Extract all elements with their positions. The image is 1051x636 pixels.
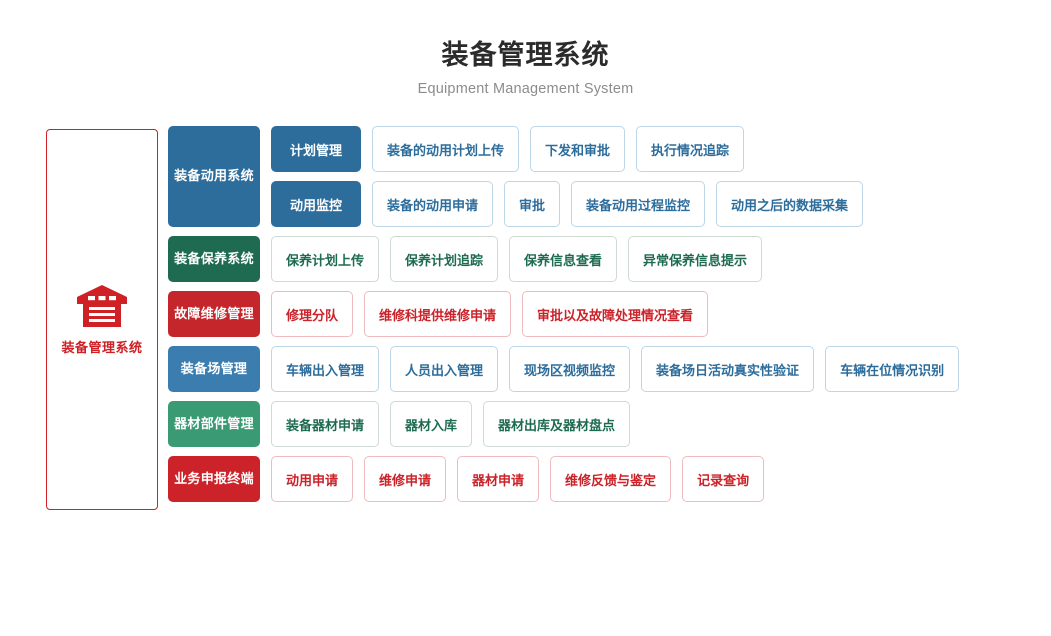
subcategory-plan-management[interactable]: 计划管理 <box>271 126 361 172</box>
category-fault-repair[interactable]: 故障维修管理 <box>168 291 260 337</box>
section-row-service-declaration: 业务申报终端 动用申请 维修申请 器材申请 维修反馈与鉴定 记录查询 <box>168 456 1048 502</box>
leaf-node[interactable]: 维修反馈与鉴定 <box>550 456 672 502</box>
leaf-node[interactable]: 维修申请 <box>364 456 447 502</box>
leaf-node[interactable]: 保养信息查看 <box>509 236 618 282</box>
subrow-dispatch-monitoring: 动用监控 装备的动用申请 审批 装备动用过程监控 动用之后的数据采集 <box>260 181 864 227</box>
leaf-node[interactable]: 执行情况追踪 <box>636 126 745 172</box>
leaf-node[interactable]: 保养计划追踪 <box>390 236 499 282</box>
leaf-node[interactable]: 人员出入管理 <box>390 346 499 392</box>
leaf-node[interactable]: 动用申请 <box>271 456 354 502</box>
section-row-parts-management: 器材部件管理 装备器材申请 器材入库 器材出库及器材盘点 <box>168 401 1048 447</box>
leaf-node[interactable]: 记录查询 <box>682 456 765 502</box>
leaf-node[interactable]: 修理分队 <box>271 291 354 337</box>
leaf-node[interactable]: 现场区视频监控 <box>509 346 631 392</box>
leaf-node[interactable]: 下发和审批 <box>530 126 626 172</box>
page-subtitle: Equipment Management System <box>417 81 634 97</box>
brand-label: 装备管理系统 <box>61 339 143 355</box>
subcategory-dispatch-monitoring[interactable]: 动用监控 <box>271 181 361 227</box>
diagram-body: 装备动用系统 计划管理 装备的动用计划上传 下发和审批 执行情况追踪 动用监控 … <box>168 126 1048 511</box>
leaf-node[interactable]: 装备场日活动真实性验证 <box>641 346 815 392</box>
category-depot-management[interactable]: 装备场管理 <box>168 346 260 392</box>
leaf-node[interactable]: 器材申请 <box>457 456 540 502</box>
category-equipment-dispatch[interactable]: 装备动用系统 <box>168 126 260 227</box>
page-header: 装备管理系统 Equipment Management System <box>0 38 1051 99</box>
category-equipment-maintenance[interactable]: 装备保养系统 <box>168 236 260 282</box>
category-service-declaration[interactable]: 业务申报终端 <box>168 456 260 502</box>
leaf-node[interactable]: 审批 <box>504 181 561 227</box>
section-row-depot-management: 装备场管理 车辆出入管理 人员出入管理 现场区视频监控 装备场日活动真实性验证 … <box>168 346 1048 392</box>
subgroup-container-dispatch: 计划管理 装备的动用计划上传 下发和审批 执行情况追踪 动用监控 装备的动用申请… <box>260 126 864 227</box>
leaf-node[interactable]: 审批以及故障处理情况查看 <box>522 291 709 337</box>
leaf-node[interactable]: 装备器材申请 <box>271 401 380 447</box>
leaf-node[interactable]: 车辆出入管理 <box>271 346 380 392</box>
category-parts-management[interactable]: 器材部件管理 <box>168 401 260 447</box>
section-row-maintenance: 装备保养系统 保养计划上传 保养计划追踪 保养信息查看 异常保养信息提示 <box>168 236 1048 282</box>
section-row-fault-repair: 故障维修管理 修理分队 维修科提供维修申请 审批以及故障处理情况查看 <box>168 291 1048 337</box>
leaf-node[interactable]: 维修科提供维修申请 <box>364 291 512 337</box>
subrow-plan-management: 计划管理 装备的动用计划上传 下发和审批 执行情况追踪 <box>260 126 863 172</box>
warehouse-icon <box>77 284 127 327</box>
leaf-node[interactable]: 动用之后的数据采集 <box>716 181 864 227</box>
page-title: 装备管理系统 <box>441 40 610 70</box>
leaf-node[interactable]: 异常保养信息提示 <box>628 236 763 282</box>
leaf-node[interactable]: 器材出库及器材盘点 <box>483 401 631 447</box>
leaf-node[interactable]: 保养计划上传 <box>271 236 380 282</box>
brand-panel: 装备管理系统 <box>46 129 158 510</box>
leaf-node[interactable]: 装备的动用计划上传 <box>372 126 520 172</box>
leaf-node[interactable]: 器材入库 <box>390 401 473 447</box>
section-row-equipment-dispatch: 装备动用系统 计划管理 装备的动用计划上传 下发和审批 执行情况追踪 动用监控 … <box>168 126 1048 227</box>
leaf-node[interactable]: 装备动用过程监控 <box>571 181 706 227</box>
leaf-node[interactable]: 车辆在位情况识别 <box>825 346 960 392</box>
leaf-node[interactable]: 装备的动用申请 <box>372 181 494 227</box>
